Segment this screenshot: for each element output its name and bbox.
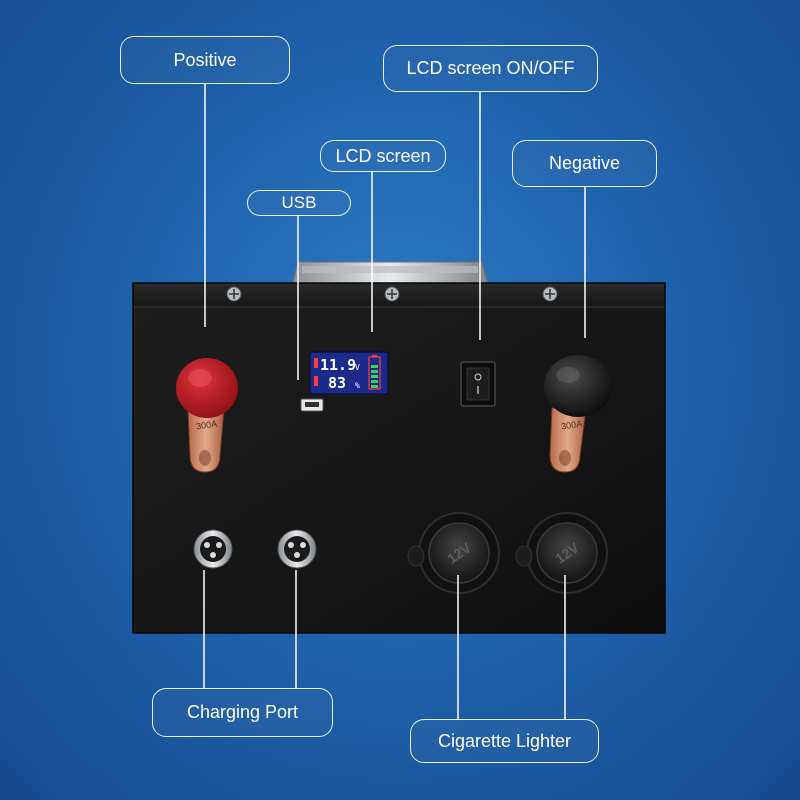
lcd-percent-unit: % xyxy=(355,381,360,390)
lcd-percent: 83 xyxy=(328,374,346,392)
lcd-power-switch xyxy=(460,361,496,407)
cigarette-lighter-socket: 12V xyxy=(515,512,608,594)
lcd-switch-callout: LCD screen ON/OFF xyxy=(383,45,598,92)
usb-callout: USB xyxy=(247,190,351,216)
lcd-display: 11.9 V 83 % xyxy=(309,351,389,395)
charging-port-connector xyxy=(193,529,233,569)
screw-icon xyxy=(226,286,242,302)
cigarette-lighter-callout: Cigarette Lighter xyxy=(410,719,599,763)
battery-level-icon xyxy=(368,355,381,390)
carry-handle xyxy=(291,261,489,286)
screw-icon xyxy=(384,286,400,302)
lcd-voltage-unit: V xyxy=(355,363,360,372)
positive-rating-label: 300A xyxy=(195,419,217,432)
screw-icon xyxy=(542,286,558,302)
cigarette-lighter-socket: 12V xyxy=(407,512,500,594)
positive-terminal: 300A xyxy=(176,358,238,473)
charging-port-callout: Charging Port xyxy=(152,688,333,737)
negative-rating-label: 300A xyxy=(560,419,582,432)
usb-port xyxy=(300,398,324,412)
lcd-screen-callout: LCD screen xyxy=(320,140,446,172)
negative-terminal: 300A xyxy=(544,355,612,473)
charging-port-connector xyxy=(277,529,317,569)
lcd-voltage: 11.9 xyxy=(320,356,356,374)
leader-lines xyxy=(203,84,586,719)
positive-callout: Positive xyxy=(120,36,290,84)
negative-callout: Negative xyxy=(512,140,657,187)
